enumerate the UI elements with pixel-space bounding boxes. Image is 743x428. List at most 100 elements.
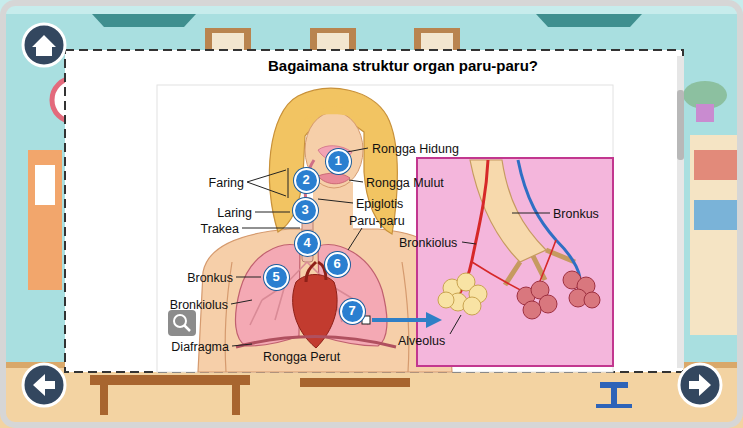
callout-digit: 2 bbox=[302, 173, 309, 187]
label-holder: Bronkus bbox=[187, 268, 233, 286]
part-label: Faring bbox=[209, 176, 244, 191]
leader-line bbox=[231, 300, 252, 304]
callout-digit: 1 bbox=[334, 154, 341, 168]
callout-number: 5 bbox=[264, 265, 289, 290]
leader-line bbox=[349, 180, 363, 182]
artery bbox=[458, 160, 488, 296]
plant-pot bbox=[696, 104, 714, 122]
label-holder: Alveolus bbox=[398, 331, 445, 349]
desk bbox=[90, 375, 250, 385]
label-holder: Rongga Hidung bbox=[372, 139, 459, 157]
lamp bbox=[92, 14, 196, 27]
callout-number: 1 bbox=[326, 149, 351, 174]
part-label: Bronkiolus bbox=[170, 298, 228, 313]
picture-frame bbox=[212, 33, 244, 50]
leader-line bbox=[318, 199, 353, 203]
magnifier-icon bbox=[184, 325, 190, 331]
chair bbox=[596, 404, 632, 408]
leader-line bbox=[512, 213, 550, 214]
home-button bbox=[23, 24, 65, 66]
leader-line bbox=[347, 148, 368, 152]
diaphragm bbox=[236, 337, 396, 348]
picture-frame bbox=[310, 28, 356, 52]
label-holder: Bronkus bbox=[553, 204, 599, 222]
desk bbox=[300, 378, 410, 387]
outer-frame bbox=[3, 3, 740, 425]
content-panel bbox=[65, 50, 683, 372]
picture-frame bbox=[421, 33, 453, 50]
heart-vessels bbox=[306, 262, 326, 282]
leader-lines bbox=[231, 148, 368, 346]
alveolus-sac bbox=[523, 301, 541, 319]
scrollbar bbox=[677, 56, 684, 368]
label-holder: Paru-paru bbox=[349, 211, 405, 229]
leader-line bbox=[348, 228, 362, 250]
zoom-button bbox=[168, 310, 196, 336]
alveolus-sac bbox=[584, 292, 600, 308]
part-label: Rongga Mulut bbox=[366, 176, 444, 191]
label-holder: Epiglotis bbox=[356, 194, 403, 212]
leader-line bbox=[450, 315, 461, 334]
lamp bbox=[536, 14, 642, 27]
alveoli-group bbox=[438, 271, 600, 319]
callout-number: 2 bbox=[294, 168, 319, 193]
part-label: Bronkus bbox=[553, 207, 599, 222]
callout-number: 7 bbox=[340, 299, 365, 324]
next-button bbox=[679, 364, 721, 406]
chair bbox=[611, 388, 617, 406]
desk-leg bbox=[100, 385, 108, 415]
part-label: Trakea bbox=[201, 222, 239, 237]
scrollbar-thumb bbox=[677, 90, 684, 160]
home-icon bbox=[32, 35, 56, 56]
books bbox=[694, 200, 739, 230]
callout-number: 6 bbox=[325, 252, 350, 277]
label-holder: Rongga Perut bbox=[263, 347, 340, 365]
callout-digit: 3 bbox=[301, 203, 308, 217]
back-button bbox=[23, 364, 65, 406]
desk-leg bbox=[232, 385, 240, 415]
part-label: Alveolus bbox=[398, 334, 445, 349]
part-label: Epiglotis bbox=[356, 197, 403, 212]
slide-title: Bagaimana struktur organ paru-paru? bbox=[268, 57, 538, 75]
callout-digit: 6 bbox=[333, 257, 340, 271]
books bbox=[694, 150, 739, 180]
label-holder: Diafragma bbox=[171, 337, 229, 355]
title-holder: Bagaimana struktur organ paru-paru? bbox=[268, 57, 538, 75]
chair bbox=[600, 382, 628, 388]
bookshelf bbox=[690, 135, 743, 335]
illustration-frame bbox=[157, 85, 613, 372]
alveolus-sac bbox=[463, 297, 481, 315]
leader-line bbox=[232, 344, 252, 346]
part-label: Bronkiolus bbox=[399, 236, 457, 251]
callout-number: 4 bbox=[295, 231, 320, 256]
inset-panel bbox=[417, 158, 613, 366]
door-window bbox=[35, 165, 55, 205]
back-arrow-icon bbox=[33, 374, 55, 396]
leader-line bbox=[255, 212, 290, 213]
next-arrow-icon bbox=[689, 374, 711, 396]
zoom-arrow bbox=[372, 318, 428, 322]
callout-digit: 4 bbox=[303, 236, 310, 250]
fringe bbox=[304, 107, 364, 122]
picture-frame bbox=[205, 28, 251, 52]
part-label: Paru-paru bbox=[349, 214, 405, 229]
alveolus-sac bbox=[438, 292, 454, 308]
label-holder: Bronkiolus bbox=[170, 295, 228, 313]
bracket-leader bbox=[247, 168, 288, 198]
zoom-arrowhead bbox=[426, 312, 442, 328]
part-label: Rongga Perut bbox=[263, 350, 340, 365]
door bbox=[28, 150, 62, 290]
callout-digit: 7 bbox=[348, 304, 355, 318]
label-holder: Bronkiolus bbox=[399, 233, 457, 251]
part-label: Rongga Hidung bbox=[372, 142, 459, 157]
leader-line bbox=[236, 277, 261, 278]
part-label: Diafragma bbox=[171, 340, 229, 355]
label-holder: Rongga Mulut bbox=[366, 173, 444, 191]
arm-line bbox=[402, 262, 409, 372]
picture-frame bbox=[414, 28, 460, 52]
picture-frame bbox=[317, 33, 349, 50]
label-holder: Trakea bbox=[201, 219, 239, 237]
